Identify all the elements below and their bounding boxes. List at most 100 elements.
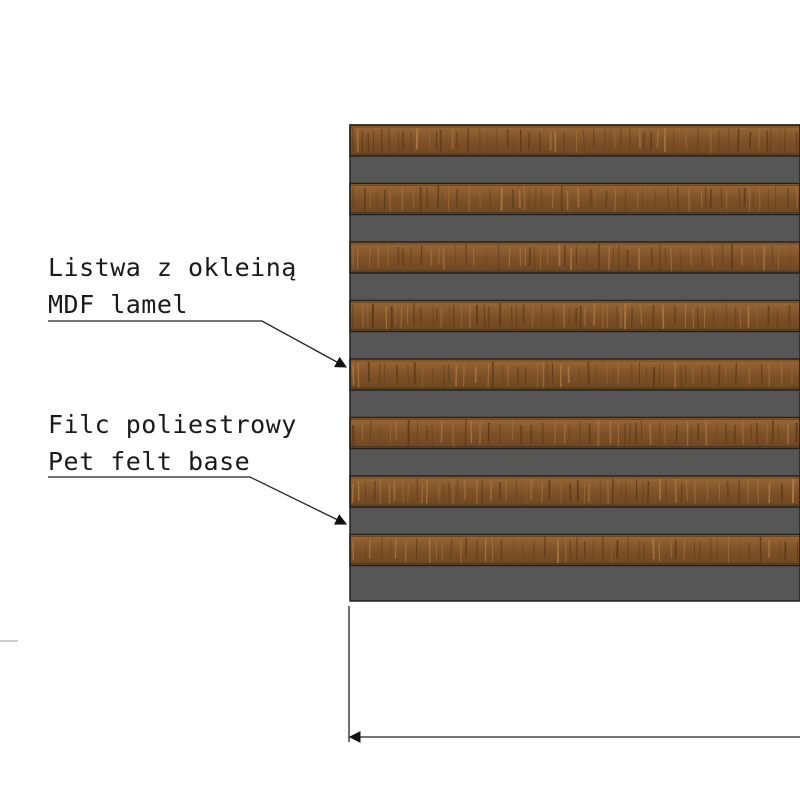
wood-grain-streak	[574, 307, 578, 326]
wood-grain-streak	[431, 422, 433, 447]
wood-grain-streak	[667, 185, 669, 211]
wood-grain-streak	[766, 130, 769, 154]
wood-grain-streak	[738, 479, 740, 504]
wood-grain-streak	[612, 247, 614, 266]
wood-grain-streak	[437, 246, 441, 266]
wood-grain-streak	[511, 419, 514, 442]
wood-grain-streak	[768, 363, 770, 387]
wood-grain-streak	[466, 127, 469, 154]
slat-body	[349, 241, 800, 274]
wood-grain-streak	[704, 420, 708, 446]
wood-grain-streak	[757, 478, 760, 503]
wood-grain-streak	[464, 419, 467, 447]
slat-group	[349, 124, 800, 567]
wood-grain-streak	[463, 364, 465, 387]
wood-grain-streak	[475, 539, 479, 561]
wood-grain-streak	[645, 366, 647, 385]
wood-grain-streak	[628, 423, 632, 446]
wood-grain-streak	[351, 483, 354, 503]
wood-grain-streak	[763, 245, 766, 271]
wood-grain-streak	[708, 365, 710, 386]
wood-grain-streak	[595, 363, 597, 387]
wood-grain-streak	[512, 132, 515, 154]
wood-grain-streak	[519, 244, 522, 267]
wood-grain-streak	[720, 188, 723, 208]
width-dimension	[348, 606, 800, 743]
wood-grain-streak	[640, 305, 642, 325]
wood-grain-streak	[465, 244, 467, 268]
wood-grain-streak	[748, 131, 752, 149]
wood-grain-streak	[435, 539, 438, 559]
wood-grain-streak	[711, 244, 713, 267]
wood-grain-streak	[670, 247, 673, 272]
label-felt-pl: Filc poliestrowy	[48, 410, 297, 439]
wood-grain-streak	[368, 246, 371, 268]
wood-grain-streak	[753, 245, 756, 268]
wood-grain-streak	[642, 131, 646, 151]
wood-grain-streak	[777, 424, 780, 445]
wood-grain-streak	[587, 361, 590, 386]
wood-grain-streak	[618, 245, 620, 271]
wood-grain-streak	[485, 247, 488, 266]
wood-grain-streak	[735, 362, 737, 384]
wood-grain-streak	[738, 187, 741, 209]
wood-grain-streak	[436, 185, 440, 209]
wood-grain-streak	[658, 245, 662, 271]
wood-grain-streak	[583, 306, 587, 326]
wood-grain-streak	[513, 538, 515, 562]
wood-grain-streak	[489, 481, 493, 501]
wood-grain-streak	[373, 481, 376, 502]
wood-grain-streak	[416, 478, 418, 501]
wood-grain-streak	[700, 189, 703, 207]
wood-grain-streak	[388, 128, 391, 149]
wood-grain-streak	[378, 363, 381, 388]
wood-grain-streak	[780, 483, 784, 502]
wood-grain-streak	[409, 246, 412, 266]
wood-grain-streak	[352, 425, 355, 447]
wood-grain-streak	[724, 363, 727, 384]
wood-grain-streak	[505, 480, 507, 501]
wood-grain-streak	[352, 365, 355, 386]
wood-grain-streak	[368, 539, 371, 559]
slat-body	[349, 533, 800, 567]
wood-slat	[349, 475, 800, 508]
wood-grain-streak	[528, 247, 532, 267]
wood-grain-streak	[569, 539, 572, 564]
wood-grain-streak	[748, 186, 751, 212]
wood-grain-streak	[487, 306, 490, 328]
wood-grain-streak	[450, 538, 453, 560]
wood-slat	[349, 182, 800, 216]
slat-body	[349, 299, 800, 333]
wood-grain-streak	[677, 186, 680, 212]
wood-grain-streak	[543, 536, 547, 559]
wood-grain-streak	[607, 245, 611, 270]
leader-line-felt	[48, 476, 348, 525]
wood-grain-streak	[400, 305, 403, 329]
wood-grain-streak	[378, 424, 381, 441]
wood-grain-streak	[612, 364, 615, 388]
wood-grain-streak	[366, 303, 369, 327]
wood-grain-streak	[361, 422, 364, 442]
label-lamel-en: MDF lamel	[48, 290, 188, 319]
wood-grain-streak	[568, 306, 570, 328]
wood-slat	[349, 416, 800, 450]
callout-felt: Filc poliestrowy Pet felt base	[48, 410, 348, 525]
wood-grain-streak	[569, 483, 572, 502]
wood-grain-streak	[500, 187, 503, 211]
label-lamel-pl: Listwa z okleiną	[48, 253, 297, 282]
wood-grain-streak	[401, 187, 404, 211]
wood-slat	[349, 299, 800, 333]
wood-grain-streak	[766, 424, 768, 445]
wood-grain-streak	[663, 424, 666, 445]
acoustic-panel	[349, 124, 800, 602]
wood-grain-streak	[611, 478, 615, 505]
wood-grain-streak	[407, 482, 409, 502]
wood-grain-streak	[616, 540, 619, 559]
wood-grain-streak	[489, 187, 491, 211]
wood-grain-streak	[481, 478, 483, 506]
wood-grain-streak	[551, 361, 554, 387]
wood-grain-streak	[472, 247, 475, 266]
wood-grain-streak	[407, 363, 409, 384]
